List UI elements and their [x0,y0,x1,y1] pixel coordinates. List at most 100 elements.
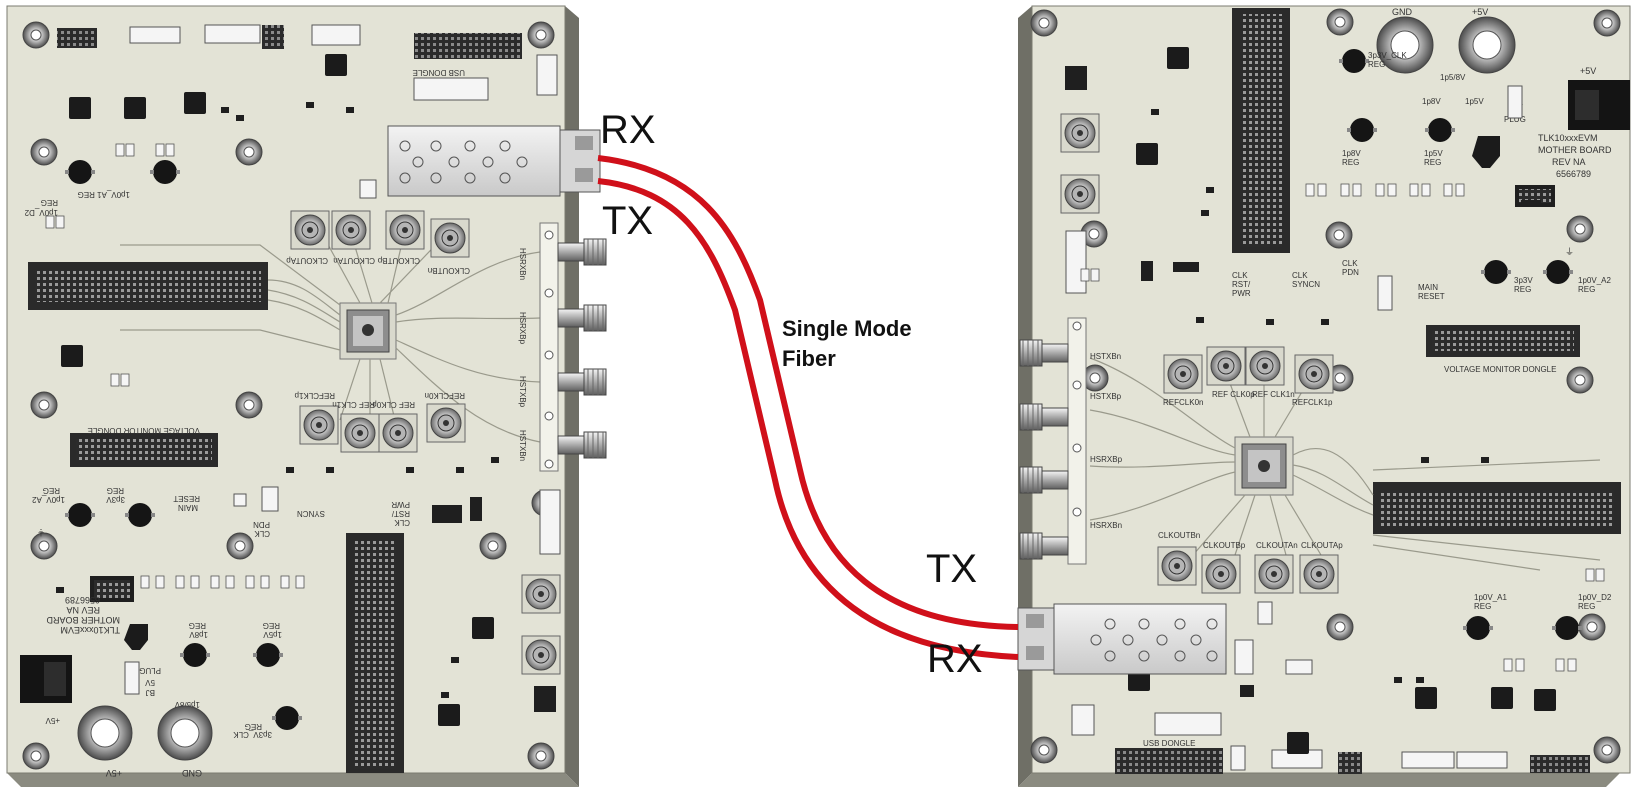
svg-text:REG: REG [1474,602,1491,611]
svg-text:REG: REG [107,486,124,495]
svg-text:BJ: BJ [146,688,155,697]
svg-text:1p0V_D2: 1p0V_D2 [24,208,58,217]
svg-text:REG: REG [1578,285,1595,294]
svg-text:5V: 5V [145,678,155,687]
right-clk-1: CLKOUTBp [1203,541,1246,550]
left-board: USB DONGLE 1p0V_D2 REG 1p0V_A1 REG 1p0V_… [6,5,607,787]
svg-text:REG: REG [41,198,58,207]
svg-text:1p0V_A1 REG: 1p0V_A1 REG [78,190,130,199]
svg-text:1p0V_A2: 1p0V_A2 [1578,276,1611,285]
svg-text:CLK: CLK [254,529,270,538]
left-title: TLK10xxxEVM [60,625,120,635]
right-ti-logo-icon [1472,136,1500,168]
left-sub2: REV NA [66,605,100,615]
svg-text:REG: REG [1514,285,1531,294]
svg-text:CLK: CLK [1232,271,1248,280]
left-ref-0: REFCLK1p [294,391,335,400]
right-vmon-label: VOLTAGE MONITOR DONGLE [1444,365,1556,374]
svg-text:3p3V_CLK: 3p3V_CLK [233,730,272,739]
left-ref-2: REF CLK0p [372,400,415,409]
right-ref-1: REF CLK0p [1212,390,1255,399]
right-board: GND +5V +5V 3p3V_CLK REG 1p8V REG 1p5V R… [1017,5,1631,787]
svg-text:REG: REG [1368,60,1385,69]
label-rx-bottom: RX [927,637,983,681]
svg-text:1p8V: 1p8V [1422,97,1441,106]
svg-text:SYNCN: SYNCN [297,509,325,518]
svg-text:REG: REG [263,621,280,630]
left-vmon-label: VOLTAGE MONITOR DONGLE [88,426,200,435]
svg-text:1p0V_D2: 1p0V_D2 [1578,593,1612,602]
svg-text:1p5/8V: 1p5/8V [174,700,200,709]
right-sub2: REV NA [1552,157,1586,167]
right-ref-0: REFCLK0n [1163,398,1203,407]
right-title: TLK10xxxEVM [1538,133,1598,143]
left-plus5-jack: +5V [45,716,60,725]
left-clk-2: CLKOUTBp [377,256,420,265]
left-part: 6566789 [65,595,100,605]
left-clk-1: CLKOUTAn [333,256,375,265]
svg-text:PWR: PWR [391,500,410,509]
right-gnd: GND [1392,7,1413,17]
left-sma-column [539,222,607,472]
left-sma-2: HSTXBp [518,376,527,408]
svg-text:⏚: ⏚ [37,528,45,537]
left-sma-0: HSRXBn [518,248,527,280]
svg-text:CLK: CLK [1292,271,1308,280]
svg-text:CLK: CLK [394,518,410,527]
left-clk-3: CLKOUTBn [428,266,470,275]
left-ref-3: REFCLK0n [425,391,465,400]
right-clk-3: CLKOUTAp [1301,541,1343,550]
left-ref-1: REF CLK1n [332,400,375,409]
label-fiber-line1: Single Mode [782,316,912,341]
svg-text:REG: REG [245,722,262,731]
svg-text:1p5/8V: 1p5/8V [1440,73,1466,82]
right-clk-0: CLKOUTBn [1158,531,1200,540]
left-usb-dongle-label: USB DONGLE [413,68,465,77]
svg-text:1p5V: 1p5V [1424,149,1443,158]
svg-text:3p3V: 3p3V [106,495,125,504]
svg-text:MAIN: MAIN [178,503,198,512]
svg-text:REG: REG [1578,602,1595,611]
svg-text:RESET: RESET [173,494,200,503]
svg-text:1p5V: 1p5V [1465,97,1484,106]
left-sfp-cage [387,125,601,197]
svg-text:REG: REG [43,486,60,495]
svg-text:3p3V: 3p3V [1514,276,1533,285]
svg-text:1p0V_A1: 1p0V_A1 [1474,593,1507,602]
right-plus5-jack: +5V [1580,66,1596,76]
svg-text:CLK: CLK [1342,259,1358,268]
fiber-cable-outer [597,155,1019,630]
svg-text:1p5V: 1p5V [263,630,282,639]
left-sma-3: HSTXBn [518,430,527,461]
svg-text:REG: REG [1424,158,1441,167]
svg-text:PLUG: PLUG [1504,115,1526,124]
label-tx-top: TX [602,199,653,243]
svg-text:RESET: RESET [1418,292,1445,301]
right-clk-2: CLKOUTAn [1256,541,1298,550]
right-sfp-cage [1017,603,1227,675]
svg-text:PWR: PWR [1232,289,1251,298]
right-usb-dongle-label: USB DONGLE [1143,739,1195,748]
label-fiber-line2: Fiber [782,346,836,371]
svg-text:RST/: RST/ [391,509,410,518]
svg-text:3p3V_CLK: 3p3V_CLK [1368,51,1407,60]
svg-text:PLUG: PLUG [139,666,161,675]
left-clk-0: CLKOUTAp [286,256,328,265]
svg-text:REG: REG [189,621,206,630]
svg-text:1p0V_A2: 1p0V_A2 [32,495,65,504]
svg-text:⏚: ⏚ [1565,247,1574,257]
right-sma-3: HSRXBn [1090,521,1122,530]
right-sma-2: HSRXBp [1090,455,1123,464]
right-sma-0: HSTXBn [1090,352,1121,361]
fiber-cable-inner [597,178,1019,660]
left-gnd: GND [182,768,203,778]
label-rx-top: RX [600,108,656,152]
svg-text:PDN: PDN [253,520,270,529]
right-sma-column [1019,317,1087,565]
svg-text:1p8V: 1p8V [189,630,208,639]
svg-text:1p8V: 1p8V [1342,149,1361,158]
left-plus5: +5V [106,768,122,778]
left-sub1: MOTHER BOARD [46,615,120,625]
svg-text:SYNCN: SYNCN [1292,280,1320,289]
